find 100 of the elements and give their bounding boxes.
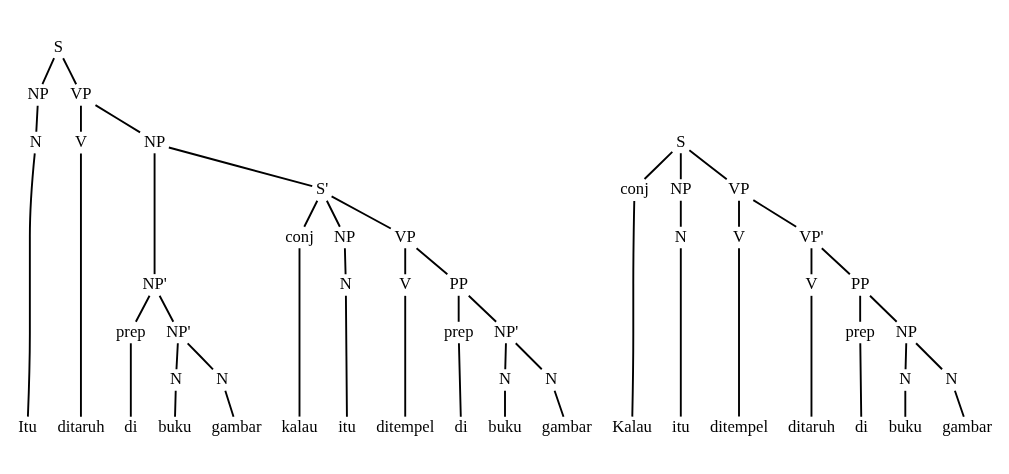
connector <box>810 294 812 418</box>
node-text: NP' <box>165 321 190 341</box>
node-text: VP <box>394 226 416 246</box>
connector <box>820 246 851 275</box>
node-text: N <box>898 368 911 388</box>
connector <box>175 341 179 370</box>
connector <box>302 199 318 228</box>
connector <box>79 104 82 133</box>
node-text: ditempel <box>375 416 434 436</box>
node-text: N <box>674 226 687 246</box>
node-text: NP' <box>141 273 167 293</box>
node-text: NP' <box>493 321 518 341</box>
connector <box>79 151 82 418</box>
connector <box>643 150 673 180</box>
connector <box>737 199 740 228</box>
node-text: prep <box>443 321 473 341</box>
node-text: prep <box>844 321 875 341</box>
node-text: itu <box>671 416 690 436</box>
connector <box>325 199 341 228</box>
connector <box>503 389 506 418</box>
connector <box>94 103 141 133</box>
node-text: VP <box>727 178 750 198</box>
node-text: prep <box>115 321 146 341</box>
connector <box>415 246 448 275</box>
connector <box>687 148 728 180</box>
connector <box>679 246 682 418</box>
connector <box>858 341 862 418</box>
connector <box>403 294 406 418</box>
node-text: PP <box>850 273 869 293</box>
node-text: di <box>123 416 137 436</box>
node-text: di <box>454 416 468 436</box>
node-text: NP <box>669 178 691 198</box>
node-text: ditaruh <box>56 416 104 436</box>
connector <box>679 199 682 228</box>
connector <box>129 341 132 418</box>
connector <box>953 389 965 418</box>
connector <box>514 341 543 370</box>
connector <box>868 294 898 323</box>
node-text: itu <box>337 416 356 436</box>
node-text: Itu <box>17 416 37 436</box>
node-text: conj <box>284 226 314 246</box>
node-text: V <box>398 273 411 293</box>
node-text: buku <box>157 416 191 436</box>
node-text: V <box>74 131 87 151</box>
node-text: N <box>215 368 228 388</box>
connector <box>173 389 177 418</box>
node-text: gambar <box>541 416 592 436</box>
connector <box>134 294 150 323</box>
connector <box>343 246 347 275</box>
connector <box>751 198 797 228</box>
connector <box>26 151 36 418</box>
connector <box>737 246 740 418</box>
connector <box>903 389 906 418</box>
connector <box>914 341 943 370</box>
node-text: NP <box>143 131 165 151</box>
node-text: NP <box>895 321 917 341</box>
connector <box>34 104 39 133</box>
node-text: NP <box>333 226 355 246</box>
connector <box>298 246 300 418</box>
connector <box>457 341 462 418</box>
connector <box>186 341 214 370</box>
node-text: S' <box>315 178 328 198</box>
node-text: gambar <box>211 416 261 436</box>
connector <box>158 294 174 323</box>
connector <box>503 341 507 370</box>
connector <box>630 199 635 418</box>
connector <box>330 194 392 229</box>
node-text: gambar <box>941 416 992 436</box>
connector <box>61 56 77 85</box>
node-text: NP <box>27 83 49 103</box>
connector <box>223 389 234 418</box>
node-text: N <box>29 131 42 151</box>
connector <box>153 151 156 275</box>
node-text: kalau <box>280 416 318 436</box>
connector <box>403 246 406 275</box>
node-text: VP' <box>798 226 824 246</box>
node-text: di <box>854 416 868 436</box>
connector <box>344 294 348 418</box>
connector <box>467 294 497 323</box>
node-text: V <box>732 226 745 246</box>
node-text: S <box>675 131 685 151</box>
connector <box>810 246 812 275</box>
connector <box>904 341 907 370</box>
connector <box>41 56 55 85</box>
connector <box>553 389 564 418</box>
node-text: buku <box>487 416 522 436</box>
node-text: buku <box>888 416 922 436</box>
node-text: VP <box>69 83 92 103</box>
node-text: N <box>945 368 958 388</box>
node-text: conj <box>619 178 649 198</box>
node-text: PP <box>448 273 468 293</box>
connector <box>858 294 861 323</box>
node-text: N <box>169 368 182 388</box>
connector <box>457 294 460 323</box>
node-text: ditempel <box>709 416 768 436</box>
node-text: V <box>804 273 817 293</box>
node-text: N <box>339 273 352 293</box>
connector <box>679 151 682 180</box>
node-text: ditaruh <box>787 416 835 436</box>
node-text: S <box>53 36 63 56</box>
